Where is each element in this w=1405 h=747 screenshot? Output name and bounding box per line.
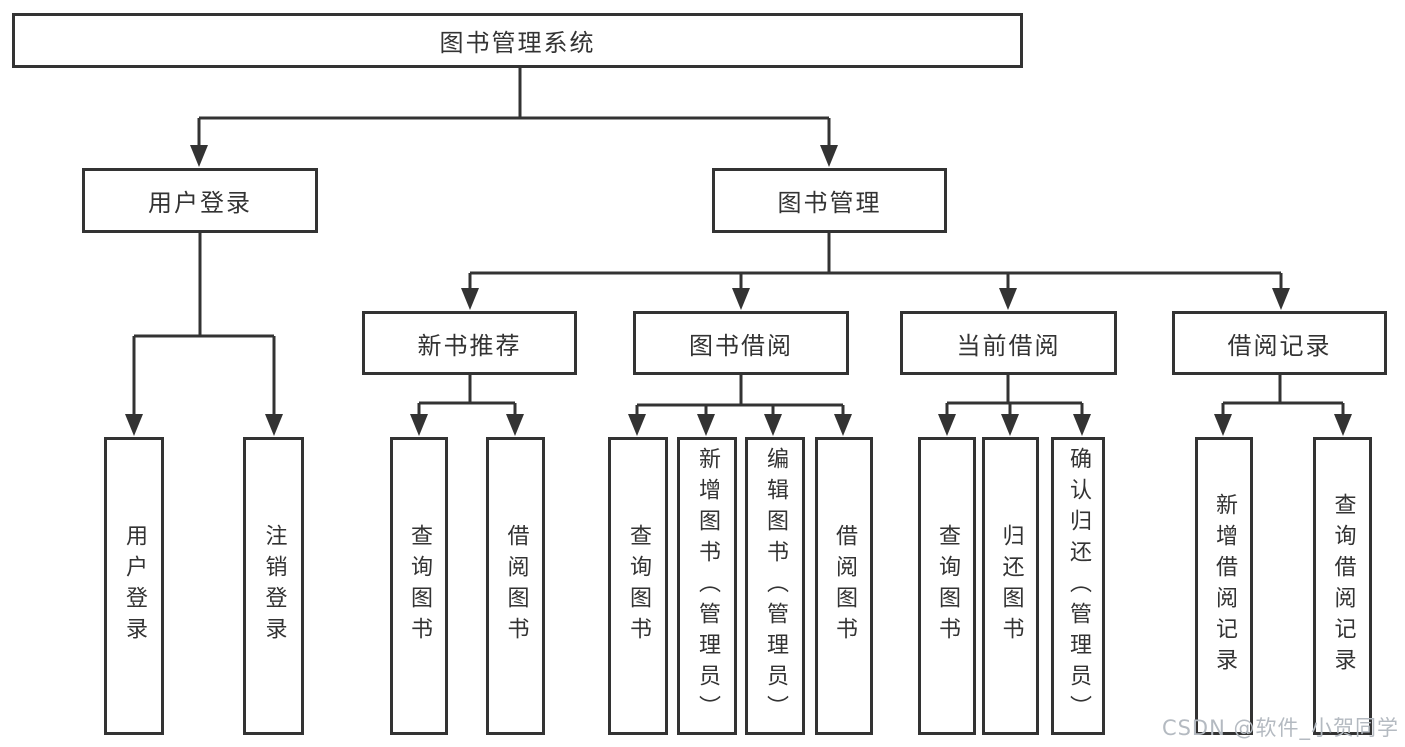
node-user-login: 用户登录 bbox=[82, 168, 318, 233]
node-borrow-records-label: 借阅记录 bbox=[1227, 331, 1332, 360]
leaf-edit-books-admin: 编辑图书（管理员） bbox=[745, 437, 805, 735]
leaf-add-books-admin-label: 新增图书（管理员） bbox=[695, 446, 720, 726]
node-book-management-label: 图书管理 bbox=[777, 189, 882, 217]
node-new-book-recommend-label: 新书推荐 bbox=[417, 331, 522, 360]
leaf-return-books-label: 归还图书 bbox=[998, 524, 1024, 648]
leaf-confirm-return-admin-label: 确认归还（管理员） bbox=[1066, 446, 1091, 726]
leaf-add-borrow-record-label: 新增借阅记录 bbox=[1212, 493, 1237, 679]
leaf-logout-label: 注销登录 bbox=[261, 524, 287, 648]
node-book-borrow-label: 图书借阅 bbox=[689, 331, 793, 360]
leaf-borrow-books-2-label: 借阅图书 bbox=[832, 524, 857, 648]
leaf-query-books-2-label: 查询图书 bbox=[626, 524, 651, 648]
leaf-user-login: 用户登录 bbox=[104, 437, 164, 735]
node-book-borrow: 图书借阅 bbox=[633, 311, 849, 375]
leaf-confirm-return-admin: 确认归还（管理员） bbox=[1051, 437, 1105, 735]
node-book-management: 图书管理 bbox=[712, 168, 947, 233]
node-user-login-label: 用户登录 bbox=[148, 189, 252, 217]
leaf-query-books-3: 查询图书 bbox=[918, 437, 976, 735]
node-borrow-records: 借阅记录 bbox=[1172, 311, 1387, 375]
leaf-return-books: 归还图书 bbox=[982, 437, 1039, 735]
node-current-borrow: 当前借阅 bbox=[900, 311, 1117, 375]
leaf-add-borrow-record: 新增借阅记录 bbox=[1195, 437, 1253, 735]
leaf-user-login-label: 用户登录 bbox=[122, 524, 147, 648]
node-current-borrow-label: 当前借阅 bbox=[956, 331, 1061, 360]
leaf-borrow-books-1: 借阅图书 bbox=[486, 437, 545, 735]
node-root: 图书管理系统 bbox=[12, 13, 1023, 68]
leaf-query-books-3-label: 查询图书 bbox=[935, 524, 960, 648]
leaf-query-books-2: 查询图书 bbox=[608, 437, 668, 735]
leaf-logout: 注销登录 bbox=[243, 437, 304, 735]
csdn-watermark: CSDN @软件_小贺同学 bbox=[1161, 716, 1399, 740]
node-new-book-recommend: 新书推荐 bbox=[362, 311, 577, 375]
leaf-borrow-books-1-label: 借阅图书 bbox=[503, 524, 529, 648]
node-root-label: 图书管理系统 bbox=[439, 29, 596, 57]
leaf-query-borrow-record: 查询借阅记录 bbox=[1313, 437, 1372, 735]
leaf-query-borrow-record-label: 查询借阅记录 bbox=[1330, 493, 1356, 679]
leaf-edit-books-admin-label: 编辑图书（管理员） bbox=[763, 446, 788, 726]
leaf-query-books-1-label: 查询图书 bbox=[407, 524, 432, 648]
leaf-borrow-books-2: 借阅图书 bbox=[815, 437, 873, 735]
leaf-query-books-1: 查询图书 bbox=[390, 437, 448, 735]
leaf-add-books-admin: 新增图书（管理员） bbox=[677, 437, 737, 735]
